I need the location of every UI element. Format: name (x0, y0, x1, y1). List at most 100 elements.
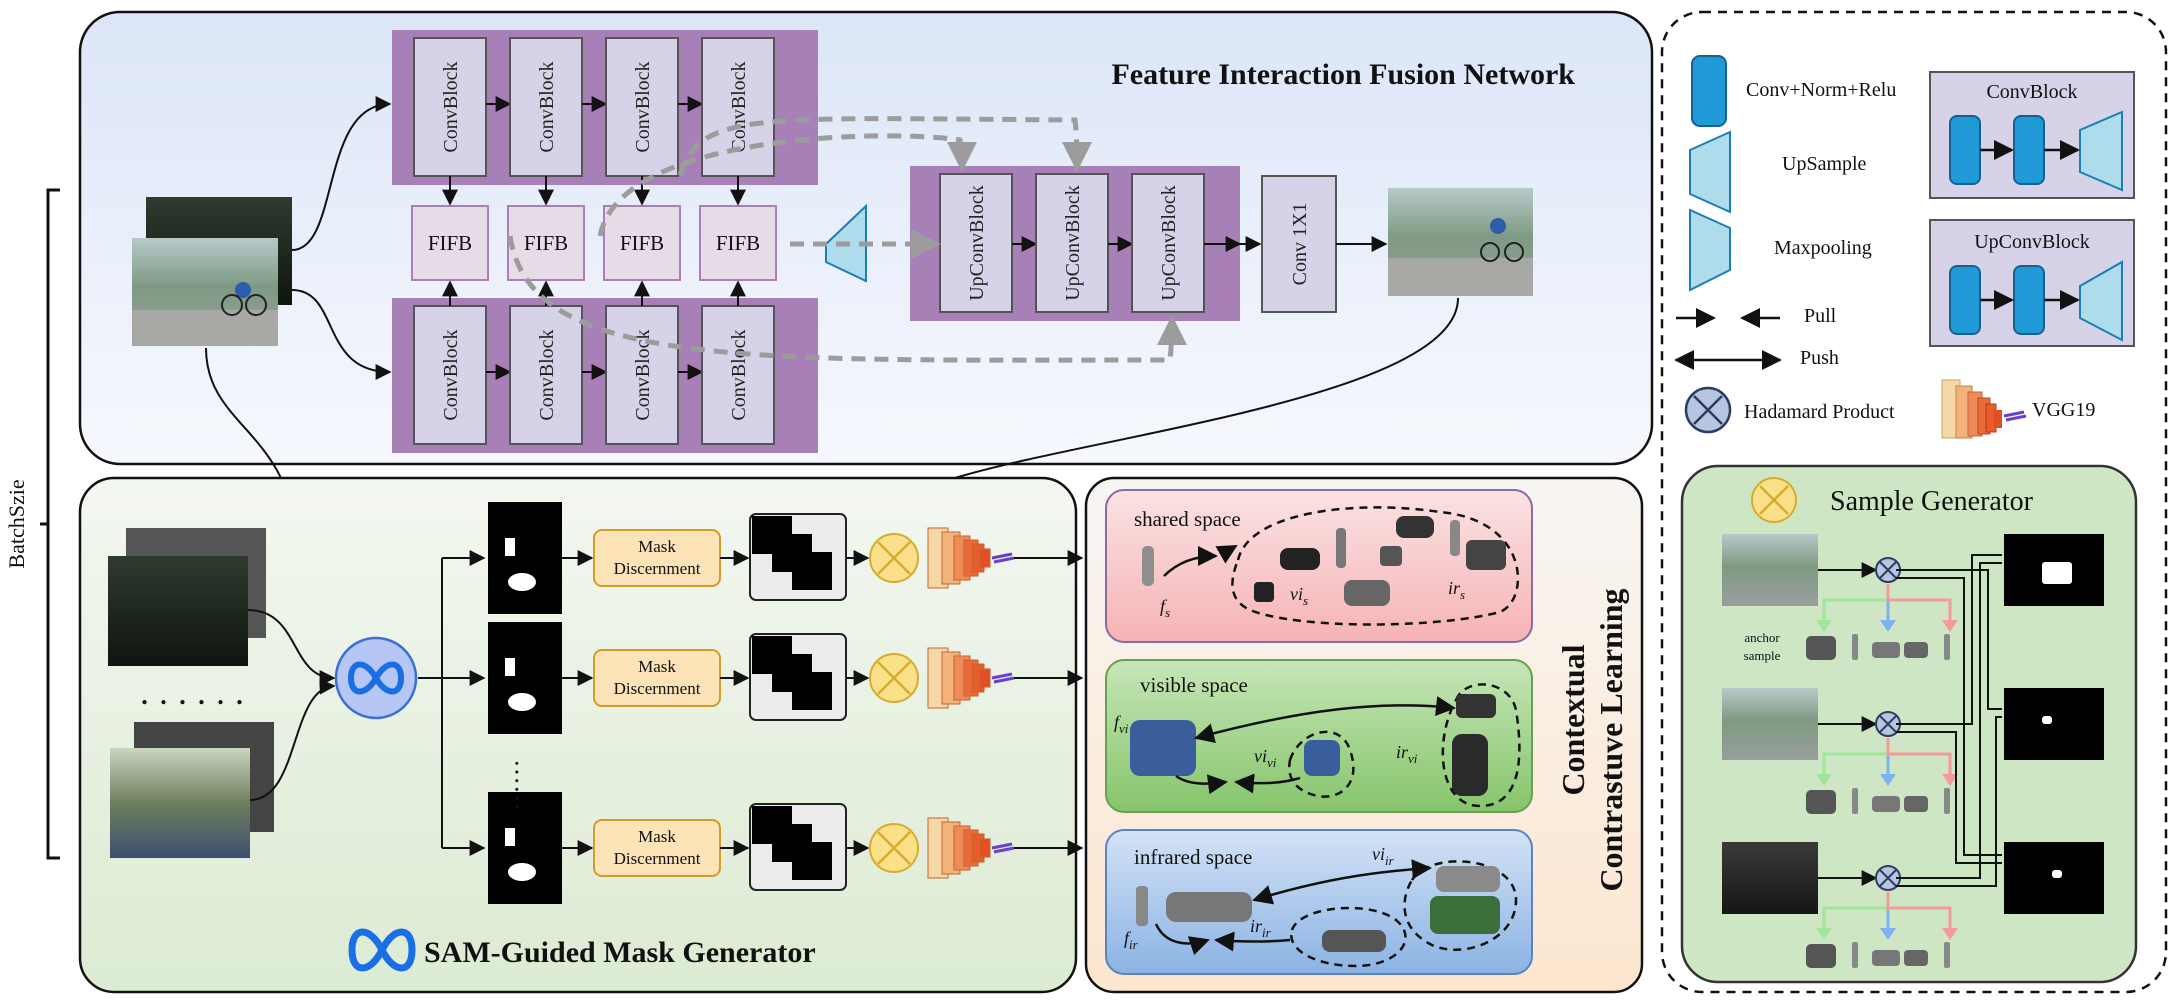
encoder-bottom-convblock-1 (413, 305, 487, 445)
sample-gen-bus (1896, 554, 2002, 887)
encoder-bottom-convblock-3-label: ConvBlock (632, 329, 654, 420)
encoder-bottom-convblock-4 (701, 305, 775, 445)
sam-input-images (108, 528, 274, 858)
decoder-upconvblock-1-label: UpConvBlock (966, 185, 988, 301)
infrared-cluster-ir (1290, 906, 1407, 968)
sam-mask-person-2 (505, 658, 515, 676)
shared-vi-label: vis (1290, 584, 1308, 608)
legend-convblock-conv1 (1949, 115, 1981, 185)
skip-connections (507, 116, 1187, 363)
visible-arrows (1175, 696, 1456, 795)
mask-discernment-line2-1: Discernment (614, 559, 701, 578)
decoder-upconvblock-3 (1131, 173, 1205, 313)
gen-mask-blob-1 (2042, 562, 2072, 584)
sam-mask-person-1 (505, 538, 515, 556)
fifn-title: Feature Interaction Fusion Network (1111, 58, 1575, 91)
batch-size-label: BatchSzie (4, 479, 29, 568)
legend-upconv-conv2 (2013, 265, 2045, 335)
shared-f-label: fs (1160, 596, 1170, 620)
legend-hadamard-label: Hadamard Product (1744, 401, 1895, 423)
sam-hadamard-cross-3 (877, 831, 911, 865)
gen-mask-blob-2 (2042, 716, 2052, 724)
fifb-label-4: FIFB (716, 231, 760, 255)
gen-split-head-3-2 (1880, 928, 1896, 940)
gen-sample-row-1 (1806, 634, 1950, 660)
ccl-title-line1: Contextual (1555, 644, 1591, 795)
visible-cluster-ir (1441, 683, 1521, 808)
gen-split-line-3-3 (1886, 892, 1952, 934)
infrared-space-title: infrared space (1134, 845, 1252, 869)
sample-gen-title: Sample Generator (1830, 486, 2034, 517)
gen-input-image-1 (1722, 534, 1818, 606)
encoder-top-convblock-3-label: ConvBlock (632, 61, 654, 152)
shared-ir-label: irs (1448, 578, 1465, 602)
gen-sample-row-3 (1806, 942, 1950, 968)
gen-split-head-2-2 (1880, 774, 1896, 786)
gen-input-image-2 (1722, 688, 1818, 760)
legend-hadamard-icon (1684, 386, 1732, 434)
visible-f-label: fvi (1114, 712, 1129, 736)
vgg19-icon-3 (927, 817, 1015, 879)
gen-hadamard-cross-1 (1879, 561, 1897, 579)
legend-conv-label: Conv+Norm+Relu (1746, 79, 1896, 101)
gen-split-line-2-3 (1886, 738, 1952, 780)
sam-mask-1 (488, 502, 562, 614)
decoder-upconvblock-2-label: UpConvBlock (1062, 185, 1084, 301)
gen-mask-image-3 (2004, 842, 2104, 914)
sam-mask-person-3 (505, 828, 515, 846)
gen-split-head-1-1 (1816, 620, 1832, 632)
encoder-bottom-convblock-2-label: ConvBlock (536, 329, 558, 420)
visible-ir-label: irvi (1396, 742, 1418, 766)
infrared-samples (1136, 866, 1500, 952)
sam-mask-blob-1 (508, 573, 536, 591)
anchor-sample-line2: sample (1744, 648, 1781, 663)
encoder-top-convblock-1 (413, 37, 487, 177)
legend-push-label: Push (1800, 347, 1839, 369)
legend-upconv-conv1 (1949, 265, 1981, 335)
gen-sample-row-2 (1806, 788, 1950, 814)
legend-upsample-icon (1689, 130, 1731, 214)
legend-maxpool-icon (1689, 208, 1731, 292)
conv1x1-block (1261, 175, 1337, 313)
shared-arrows (1163, 544, 1238, 577)
sam-title: SAM-Guided Mask Generator (424, 936, 816, 969)
anchor-sample-line1: anchor (1744, 630, 1780, 645)
mask-discernment-line1-2: Mask (638, 657, 676, 676)
mask-ellipsis: …… (510, 759, 539, 811)
legend-vgg-label: VGG19 (2032, 399, 2095, 421)
gen-split-head-2-1 (1816, 774, 1832, 786)
gen-split-head-3-3 (1942, 928, 1958, 940)
mask-stack-c-2 (792, 672, 832, 710)
shared-samples (1142, 516, 1506, 606)
vgg19-icon-1 (927, 527, 1015, 589)
gen-input-image-3 (1722, 842, 1818, 914)
fifb-block-1 (411, 205, 489, 281)
shared-space-title: shared space (1134, 507, 1241, 531)
gen-split-head-1-2 (1880, 620, 1896, 632)
legend-upsample-label: UpSample (1782, 153, 1867, 175)
fifb-label-1: FIFB (428, 231, 472, 255)
visible-samples (1130, 694, 1496, 796)
gen-split-line-1-3 (1886, 584, 1952, 626)
fifb-label-3: FIFB (620, 231, 664, 255)
legend-convblock-title: ConvBlock (1986, 81, 2077, 103)
fifb-block-4 (699, 205, 777, 281)
vgg19-icon-2 (927, 647, 1015, 709)
infrared-cluster-vi (1403, 860, 1518, 952)
sam-mask-3 (488, 792, 562, 904)
mask-discernment-line2-2: Discernment (614, 679, 701, 698)
encoder-bottom-convblock-2 (509, 305, 583, 445)
infrared-ir-label: irir (1250, 916, 1272, 940)
mask-stack-c-3 (792, 842, 832, 880)
sam-mask-blob-2 (508, 693, 536, 711)
sam-hadamard-cross-1 (877, 541, 911, 575)
legend-convblock-conv2 (2013, 115, 2045, 185)
gen-split-head-3-1 (1816, 928, 1832, 940)
infrared-arrows (1154, 859, 1432, 956)
infrared-vi-label: viir (1372, 844, 1395, 868)
mask-stack-c-1 (792, 552, 832, 590)
legend-maxpool-label: Maxpooling (1774, 237, 1872, 259)
gen-split-head-2-3 (1942, 774, 1958, 786)
sam-mask-2 (488, 622, 562, 734)
mask-discernment-line2-3: Discernment (614, 849, 701, 868)
